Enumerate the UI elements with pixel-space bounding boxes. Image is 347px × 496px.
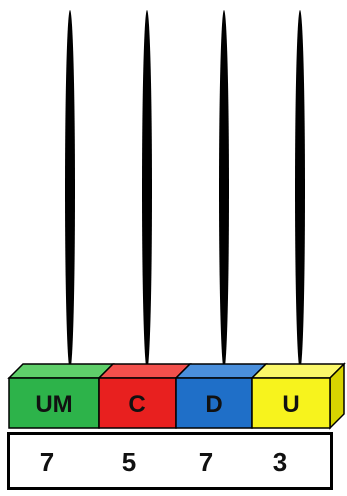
rod-u (295, 10, 305, 370)
block-top-d (176, 364, 266, 378)
digit-d: 7 (176, 447, 236, 478)
rod-d (219, 10, 229, 370)
digit-um: 7 (17, 447, 77, 478)
label-d: D (205, 391, 222, 418)
digit-u: 3 (250, 447, 310, 478)
label-u: U (282, 391, 299, 418)
rod-um (65, 10, 75, 370)
digit-c: 5 (99, 447, 159, 478)
block-top-u (252, 364, 344, 378)
block-top-c (99, 364, 190, 378)
block-top-um (9, 364, 113, 378)
digit-box: 7 5 7 3 (7, 432, 333, 490)
rod-c (142, 10, 152, 370)
label-c: C (128, 391, 145, 418)
label-um: UM (35, 391, 72, 418)
abacus-diagram: UM C D U (0, 0, 347, 430)
